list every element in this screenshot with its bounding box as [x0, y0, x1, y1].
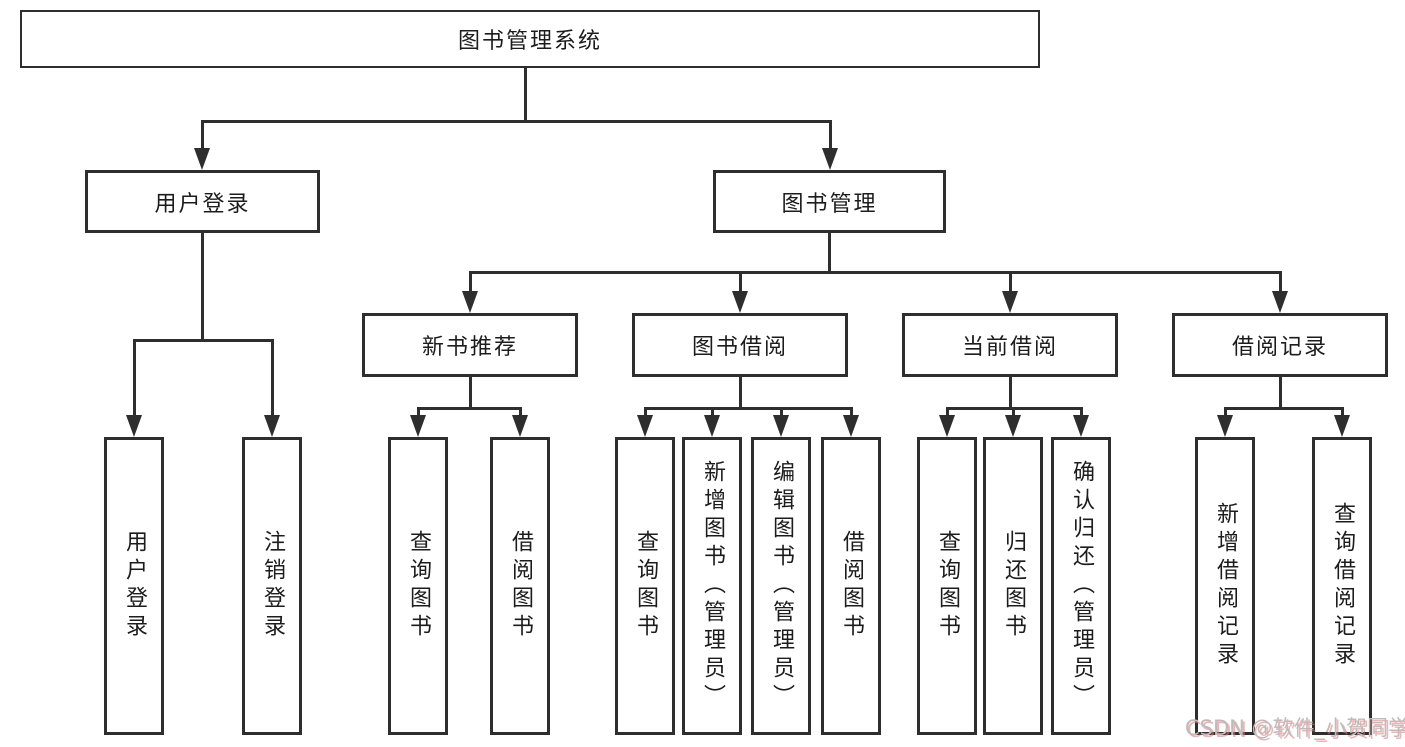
connector-line	[828, 233, 831, 274]
connector-line	[469, 271, 472, 295]
connector-line	[201, 120, 204, 153]
arrow-down-icon	[732, 291, 748, 313]
connector-line	[1341, 407, 1344, 417]
leaf-label: 注销登录	[260, 530, 285, 642]
connector-line	[271, 339, 274, 417]
arrow-down-icon	[462, 291, 478, 313]
leaf-label: 借阅图书	[839, 530, 864, 642]
arrow-down-icon	[843, 415, 859, 437]
connector-line	[644, 407, 647, 417]
connector-line	[1279, 377, 1282, 410]
node-new-book-recommendation: 新书推荐	[362, 313, 578, 377]
arrow-down-icon	[637, 415, 653, 437]
leaf-label: 借阅图书	[508, 530, 533, 642]
leaf-label: 编辑图书（管理员）	[769, 460, 794, 712]
connector-line	[417, 407, 522, 410]
leaf-label: 归还图书	[1001, 530, 1026, 642]
node-library-management-system: 图书管理系统	[20, 10, 1040, 68]
leaf-query-books-recommend: 查询图书	[388, 437, 448, 735]
connector-line	[1009, 271, 1012, 295]
connector-line	[469, 271, 1282, 274]
leaf-label: 新增借阅记录	[1213, 502, 1238, 670]
arrow-down-icon	[939, 415, 955, 437]
leaf-logout: 注销登录	[242, 437, 302, 735]
connector-line	[644, 407, 853, 410]
arrow-down-icon	[1217, 415, 1233, 437]
connector-line	[524, 68, 527, 123]
connector-line	[829, 120, 832, 153]
leaf-borrow-books: 借阅图书	[821, 437, 881, 735]
connector-line	[1080, 407, 1083, 417]
leaf-return-books: 归还图书	[983, 437, 1043, 735]
arrow-down-icon	[410, 415, 426, 437]
node-book-management: 图书管理	[713, 170, 946, 233]
arrow-down-icon	[1005, 415, 1021, 437]
connector-line	[1279, 271, 1282, 295]
arrow-down-icon	[1334, 415, 1350, 437]
arrow-down-icon	[773, 415, 789, 437]
arrow-down-icon	[126, 415, 142, 437]
connector-line	[133, 339, 136, 417]
connector-line	[1009, 377, 1012, 410]
arrow-down-icon	[1073, 415, 1089, 437]
arrow-down-icon	[194, 148, 210, 170]
arrow-down-icon	[1002, 291, 1018, 313]
leaf-query-books-borrow: 查询图书	[615, 437, 675, 735]
connector-line	[417, 407, 420, 417]
leaf-borrow-books-recommend: 借阅图书	[490, 437, 550, 735]
connector-line	[133, 339, 273, 342]
leaf-label: 查询图书	[633, 530, 658, 642]
connector-line	[739, 271, 742, 295]
leaf-label: 查询图书	[935, 530, 960, 642]
connector-line	[739, 377, 742, 410]
leaf-label: 查询图书	[406, 530, 431, 642]
connector-line	[201, 120, 831, 123]
arrow-down-icon	[264, 415, 280, 437]
leaf-add-books-admin: 新增图书（管理员）	[682, 437, 742, 735]
connector-line	[469, 377, 472, 410]
connector-line	[1224, 407, 1227, 417]
node-book-borrowing: 图书借阅	[632, 313, 848, 377]
node-current-borrowing: 当前借阅	[902, 313, 1118, 377]
connector-line	[1012, 407, 1015, 417]
connector-line	[780, 407, 783, 417]
csdn-watermark: CSDN @软件_小贺同学	[1185, 716, 1405, 740]
leaf-confirm-return-admin: 确认归还（管理员）	[1051, 437, 1111, 735]
connector-line	[711, 407, 714, 417]
connector-line	[519, 407, 522, 417]
connector-line	[946, 407, 949, 417]
leaf-label: 新增图书（管理员）	[700, 460, 725, 712]
connector-line	[850, 407, 853, 417]
node-borrowing-records: 借阅记录	[1172, 313, 1388, 377]
leaf-label: 查询借阅记录	[1330, 502, 1355, 670]
node-user-login: 用户登录	[85, 170, 320, 233]
leaf-edit-books-admin: 编辑图书（管理员）	[751, 437, 811, 735]
connector-line	[201, 233, 204, 342]
arrow-down-icon	[822, 148, 838, 170]
arrow-down-icon	[1272, 291, 1288, 313]
leaf-query-borrow-record: 查询借阅记录	[1312, 437, 1372, 735]
leaf-label: 用户登录	[122, 530, 147, 642]
leaf-query-books-current: 查询图书	[917, 437, 977, 735]
leaf-label: 确认归还（管理员）	[1069, 460, 1094, 712]
leaf-add-borrow-record: 新增借阅记录	[1195, 437, 1255, 735]
arrow-down-icon	[512, 415, 528, 437]
leaf-user-login: 用户登录	[104, 437, 164, 735]
arrow-down-icon	[704, 415, 720, 437]
connector-line	[1224, 407, 1344, 410]
